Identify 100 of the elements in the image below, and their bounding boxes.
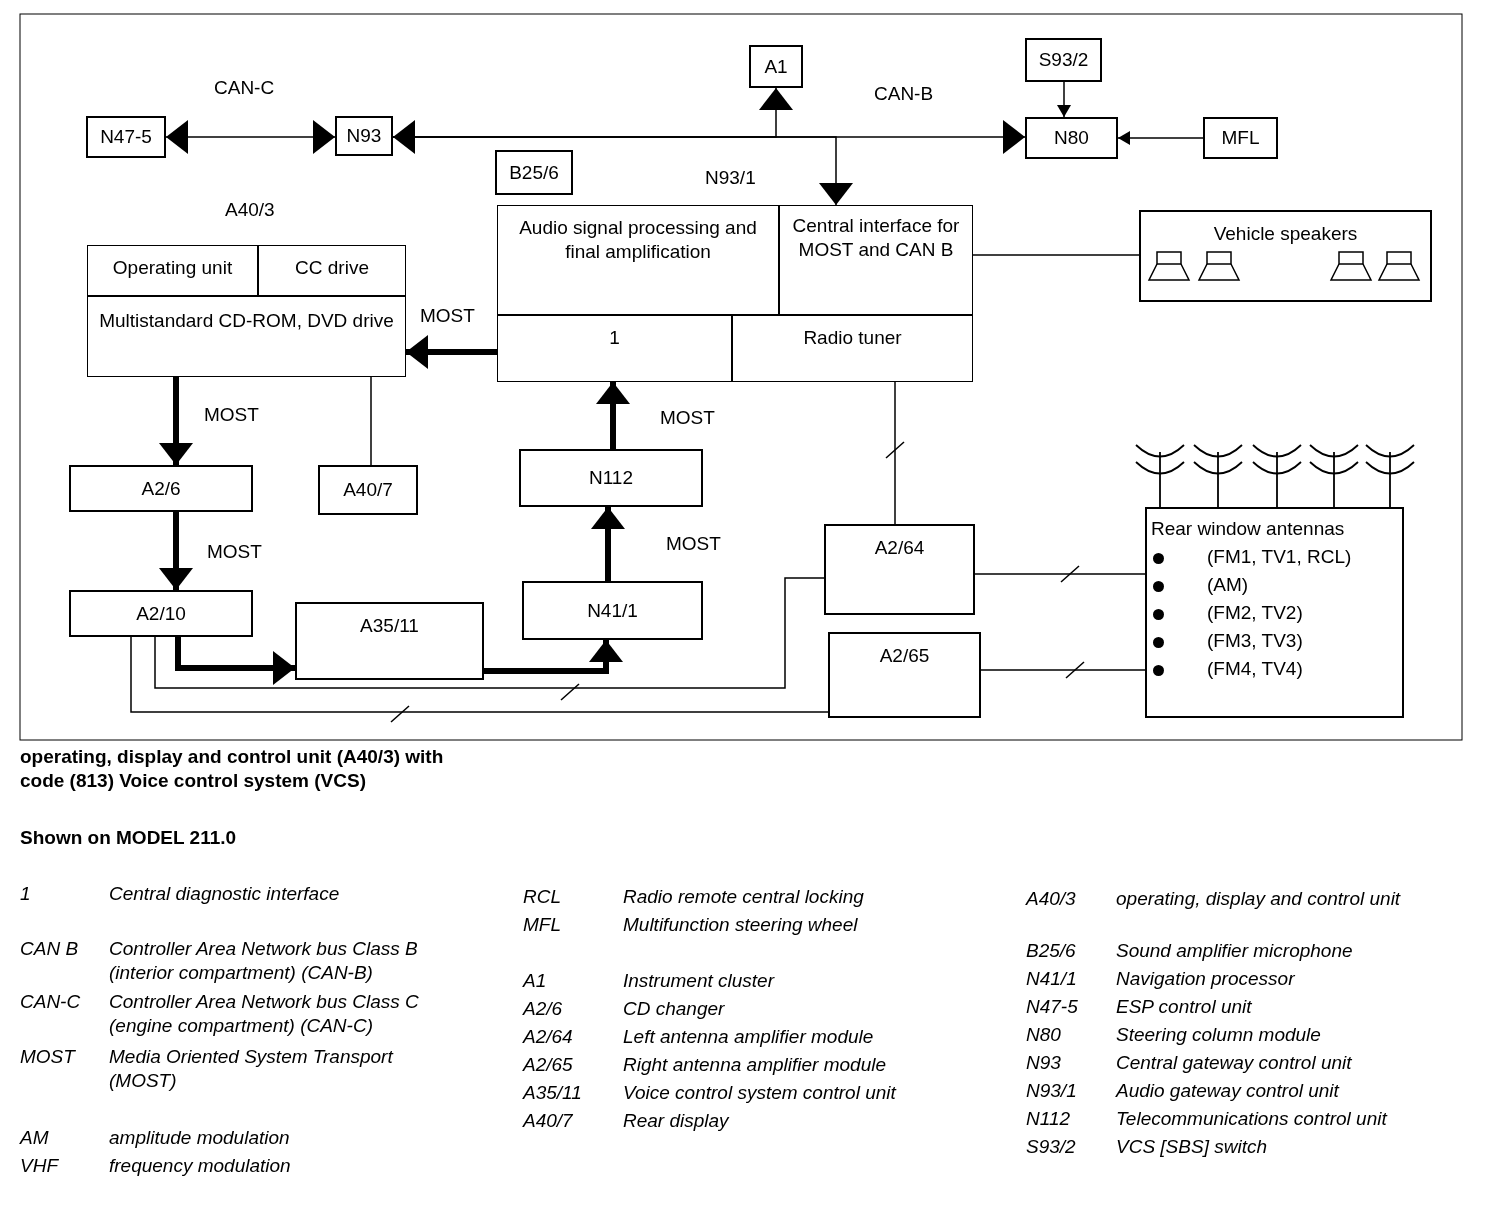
key-description: Rear display (623, 1109, 731, 1133)
node-label: A2/6 (140, 476, 182, 501)
node-label: 1 (608, 326, 621, 350)
node-label: Multistandard CD-ROM, DVD drive (98, 309, 395, 333)
connector-line (130, 636, 829, 713)
node-label: A35/11 (359, 614, 420, 638)
caption: operating, display and control unit (A40/3) with code (813) Voice control system (VCS) (20, 745, 445, 793)
node-label: N112 (588, 466, 634, 490)
node-label: N41/1 (586, 598, 639, 623)
node-label: N47-5 (99, 125, 153, 149)
component-box (519, 449, 703, 507)
component-box (318, 465, 418, 515)
key-code: N112 (1026, 1107, 1071, 1131)
component-box (522, 581, 703, 640)
node-label: Radio tuner (802, 326, 903, 350)
key-description: Navigation processor (1116, 967, 1296, 991)
key-description: ESP control unit (1116, 995, 1253, 1019)
connector-arrow (159, 512, 193, 590)
key-code: N93 (1026, 1051, 1062, 1075)
node-label: B25/6 (508, 160, 560, 185)
node-label: N93 (345, 124, 383, 148)
key-description: Controller Area Network bus Class C (engine compartment) (CAN-C) (109, 990, 420, 1038)
node-label: A2/10 (135, 601, 187, 626)
node-label: CC drive (294, 256, 370, 280)
model-note: Shown on MODEL 211.0 (20, 826, 238, 850)
node-label: Operating unit (111, 256, 234, 280)
key-description: CD changer (623, 997, 726, 1021)
connector-arrow (591, 507, 625, 581)
module-section (87, 296, 406, 377)
component-box (824, 524, 975, 615)
connector-line (370, 376, 372, 466)
node-label: Audio signal processing and final amplification (518, 216, 758, 264)
node-label: MFL (1220, 126, 1261, 150)
key-description: Audio gateway control unit (1116, 1079, 1341, 1103)
key-code: N41/1 (1026, 967, 1078, 991)
key-code: N93/1 (1026, 1079, 1078, 1103)
key-code: MOST (20, 1045, 77, 1069)
connector-arrow (159, 377, 193, 465)
key-code: CAN-C (20, 990, 82, 1014)
key-description: Telecommunications control unit (1116, 1107, 1389, 1131)
key-code: A40/3 (1026, 887, 1077, 911)
key-code: VHF (20, 1154, 60, 1178)
node-label: Central interface for MOST and CAN B (791, 214, 961, 262)
key-code: A2/64 (523, 1025, 574, 1049)
connector-arrow (484, 640, 623, 674)
key-description: VCS [SBS] switch (1116, 1135, 1268, 1159)
key-code: S93/2 (1026, 1135, 1077, 1159)
key-description: Sound amplifier microphone (1116, 939, 1354, 963)
component-box (1203, 117, 1278, 159)
connector-line (974, 573, 1146, 575)
connector-line (894, 381, 896, 525)
key-code: N47-5 (1026, 995, 1079, 1019)
component-box (1139, 210, 1432, 302)
antenna-channel: (FM4, TV4) (1207, 657, 1303, 681)
antenna-channel: (AM) (1207, 573, 1249, 597)
key-description: Radio remote central locking (623, 885, 865, 909)
antenna-channel: (FM2, TV2) (1207, 601, 1303, 625)
module-section (258, 245, 406, 296)
component-box (69, 465, 253, 512)
connector-arrow (175, 637, 295, 685)
key-code: A40/7 (523, 1109, 574, 1133)
connector-arrow (1117, 131, 1204, 145)
component-box (86, 116, 166, 158)
key-description: Right antenna amplifier module (623, 1053, 887, 1077)
connector-line (972, 254, 1140, 256)
connector-arrow (392, 120, 1026, 154)
component-label: N93/1 (705, 166, 756, 190)
antenna-channel: (FM3, TV3) (1207, 629, 1303, 653)
module-box (87, 245, 406, 377)
node-label: S93/2 (1037, 48, 1090, 72)
connector-arrow (596, 382, 630, 449)
component-box (335, 116, 393, 156)
node-label: N80 (1053, 126, 1090, 150)
node-label: A40/7 (342, 478, 394, 502)
key-description: operating, display and control unit (1116, 887, 1402, 911)
node-label: A1 (763, 54, 789, 79)
key-code: A1 (523, 969, 548, 993)
module-section (779, 205, 973, 315)
component-box (69, 590, 253, 637)
module-section (497, 315, 732, 382)
key-description: frequency modulation (109, 1154, 292, 1178)
key-description: amplitude modulation (109, 1126, 291, 1150)
key-description: Central diagnostic interface (109, 882, 341, 906)
node-label: A2/65 (878, 644, 931, 668)
key-code: RCL (523, 885, 562, 909)
antenna-channel: (FM1, TV1, RCL) (1207, 545, 1352, 569)
connector-arrow (165, 120, 336, 154)
component-box (295, 602, 484, 680)
key-code: A2/6 (523, 997, 564, 1021)
node-label: Vehicle speakers (1212, 222, 1359, 246)
key-code: 1 (20, 882, 32, 906)
key-description: Central gateway control unit (1116, 1051, 1353, 1075)
key-code: N80 (1026, 1023, 1062, 1047)
node-label: A2/64 (873, 536, 926, 560)
key-description: Media Oriented System Transport (MOST) (109, 1045, 395, 1093)
key-description: Voice control system control unit (623, 1081, 898, 1105)
key-description: Controller Area Network bus Class B (interior compartment) (CAN-B) (109, 937, 419, 985)
module-section (732, 315, 973, 382)
connector-arrow (406, 335, 497, 369)
key-code: CAN B (20, 937, 80, 961)
